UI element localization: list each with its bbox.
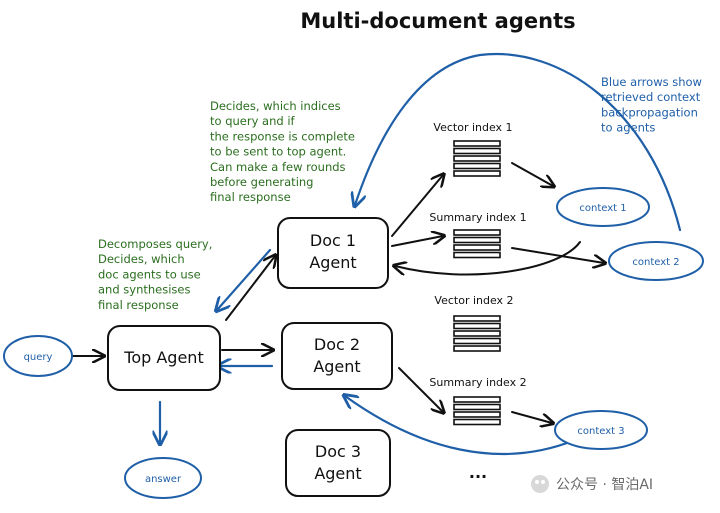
note-line: before generating [210, 175, 313, 189]
summary-index1-stack [453, 229, 501, 259]
index-bar [453, 411, 501, 418]
top-agent-to-doc1-arrow [225, 256, 275, 321]
index-bar [453, 140, 501, 147]
summary-index2-to-context3-arrow [511, 411, 552, 423]
query-node: query [3, 335, 73, 377]
index-bar [453, 229, 501, 236]
summary-index2-stack [453, 396, 501, 426]
watermark: 公众号 · 智泊AI [531, 475, 653, 493]
index-bar [453, 330, 501, 337]
context1-label: context 1 [579, 203, 626, 214]
context3-node: context 3 [554, 410, 648, 450]
index-bar [453, 236, 501, 244]
vector-index2-stack [453, 315, 501, 352]
context3-to-doc2-blue-arrow [345, 396, 577, 456]
summary-index1-label: Summary index 1 [429, 211, 526, 224]
index-bar [453, 345, 501, 352]
context2-label: context 2 [632, 257, 679, 268]
context2-to-doc1-arrow [395, 241, 581, 274]
context1-to-doc1-blue-arrow [355, 52, 682, 232]
context3-label: context 3 [577, 426, 624, 437]
index-bar [453, 147, 501, 155]
vector-index1-label: Vector index 1 [433, 121, 512, 134]
doc2-agent-label-line1: Doc 2 [314, 335, 360, 354]
note-line: and synthesises [98, 283, 191, 297]
summary-index1-to-context2-arrow [511, 247, 604, 263]
doc3-agent-label-line2: Agent [314, 464, 361, 483]
answer-label: answer [145, 474, 182, 485]
note-line: Decomposes query, [98, 237, 212, 251]
context2-node: context 2 [608, 241, 704, 281]
doc1-to-summary-index1-arrow [391, 236, 443, 247]
note-line: Decides, which [98, 252, 185, 266]
more-documents-ellipsis: ... [469, 463, 487, 482]
doc2-agent-box: Doc 2 Agent [281, 322, 393, 390]
answer-node: answer [124, 457, 202, 499]
diagram-title: Multi-document agents [300, 9, 575, 33]
note-line: final response [210, 190, 291, 204]
index-bar [453, 244, 501, 251]
note-line: Blue arrows show [601, 75, 702, 89]
note-line: Can make a few rounds [210, 160, 346, 174]
doc1-agent-label-line2: Agent [309, 253, 356, 272]
index-bar [453, 322, 501, 330]
index-bar [453, 418, 501, 426]
doc1-agent-label-line1: Doc 1 [310, 231, 356, 250]
doc3-agent-box: Doc 3 Agent [285, 429, 391, 497]
index-bar [453, 170, 501, 177]
index-bar [453, 162, 501, 170]
note-line: to query and if [210, 114, 296, 128]
doc1-agent-box: Doc 1 Agent [277, 217, 389, 289]
note-line: backpropagation [601, 105, 698, 119]
index-bar [453, 396, 501, 403]
vector-index1-to-context1-arrow [511, 162, 553, 186]
query-label: query [24, 352, 53, 363]
context1-node: context 1 [556, 187, 650, 227]
index-bar [453, 337, 501, 345]
note-line: doc agents to use [98, 267, 201, 281]
vector-index1-stack [453, 140, 501, 177]
note-line: retrieved context [601, 90, 701, 104]
doc1-to-vector-index1-arrow [391, 175, 443, 237]
index-bar [453, 155, 501, 162]
note-line: to be sent to top agent. [210, 145, 346, 159]
note-line: to agents [601, 121, 655, 135]
doc2-to-summary-index2-arrow [398, 367, 443, 412]
doc3-agent-label-line1: Doc 3 [315, 442, 361, 461]
top-agent-box: Top Agent [107, 325, 221, 391]
vector-index2-label: Vector index 2 [434, 294, 513, 307]
index-bar [453, 251, 501, 259]
doc2-agent-label-line2: Agent [313, 357, 360, 376]
index-bar [453, 315, 501, 322]
top-agent-label: Top Agent [123, 348, 203, 367]
note-line: final response [98, 298, 179, 312]
doc1-to-top-agent-blue-arrow [217, 248, 272, 310]
index-bar [453, 403, 501, 411]
watermark-text: 公众号 · 智泊AI [556, 477, 653, 493]
note-line: the response is complete [210, 129, 355, 143]
wechat-icon [531, 475, 549, 493]
note-line: Decides, which indices [210, 99, 341, 113]
summary-index2-label: Summary index 2 [429, 376, 526, 389]
